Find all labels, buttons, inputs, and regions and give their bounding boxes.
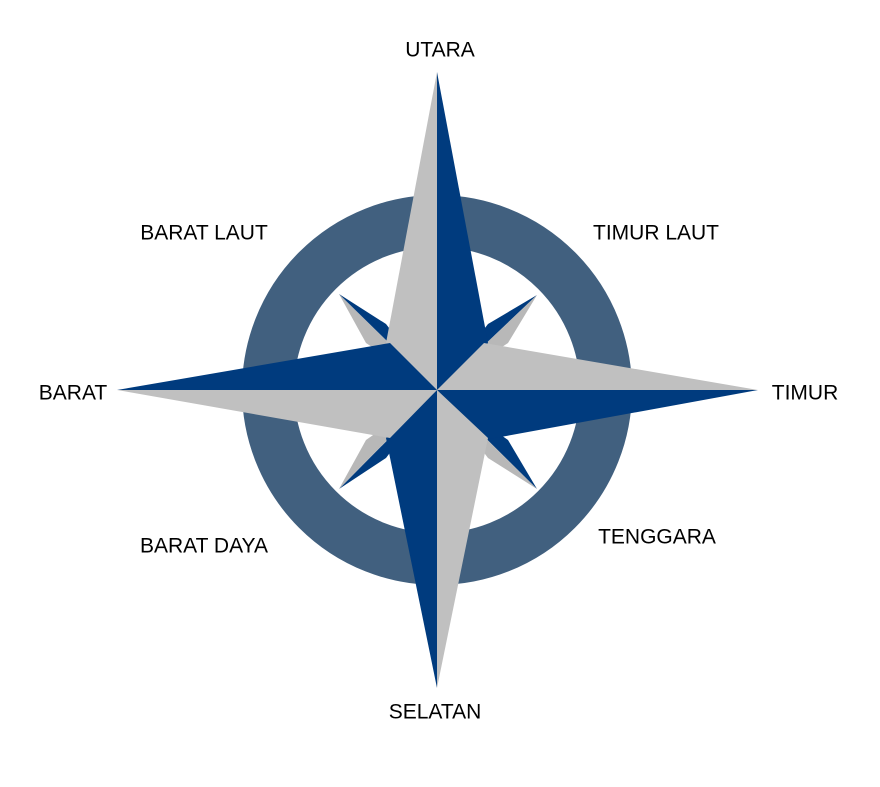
label-west: BARAT [38, 381, 108, 405]
label-east: TIMUR [771, 381, 839, 405]
south-point-light [437, 390, 488, 688]
south-point-dark [386, 390, 437, 688]
label-southeast: TENGGARA [598, 525, 716, 549]
label-northeast: TIMUR LAUT [593, 221, 719, 245]
label-north: UTARA [405, 38, 475, 62]
label-southwest: BARAT DAYA [140, 534, 268, 558]
label-northwest: BARAT LAUT [140, 221, 268, 245]
east-point-dark [437, 390, 758, 440]
label-south: SELATAN [388, 700, 482, 724]
west-point-dark [117, 343, 437, 390]
cardinal-points [117, 72, 758, 688]
north-point-light [386, 72, 437, 390]
north-point-dark [437, 72, 488, 390]
east-point-light [437, 343, 758, 390]
west-point-light [117, 390, 437, 438]
